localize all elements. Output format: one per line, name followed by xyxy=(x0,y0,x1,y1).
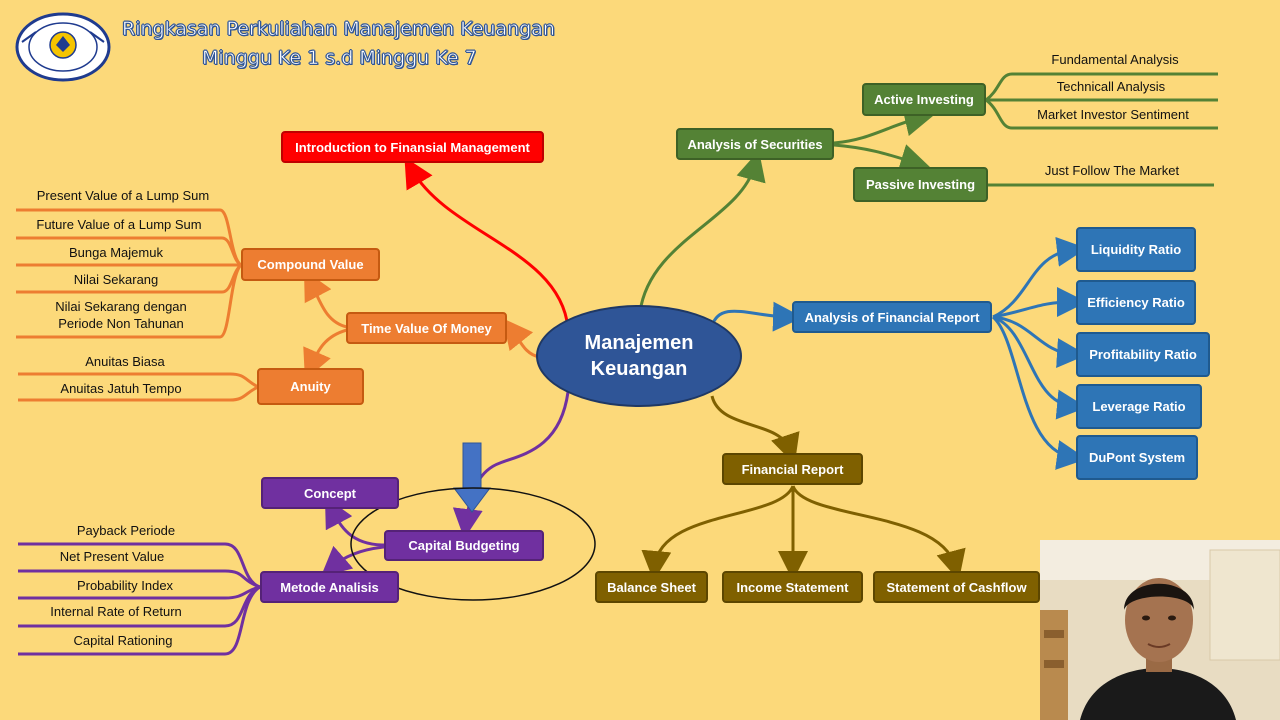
connector-line xyxy=(18,569,261,589)
leaf-nilai-sekarang: Nilai Sekarang xyxy=(73,272,159,287)
node-concept: Concept xyxy=(261,477,399,509)
connector-line xyxy=(641,485,795,581)
node-profitability-ratio: Profitability Ratio xyxy=(1076,332,1210,377)
leaf-anuitas-biasa: Anuitas Biasa xyxy=(85,354,165,369)
leaf-net-present-value: Net Present Value xyxy=(59,549,165,564)
connector-line xyxy=(791,485,966,581)
leaf-payback-periode: Payback Periode xyxy=(76,523,176,538)
node-dupont-system: DuPont System xyxy=(1076,435,1198,480)
node-statement-of-cashflow: Statement of Cashflow xyxy=(873,571,1040,603)
node-efficiency-ratio: Efficiency Ratio xyxy=(1076,280,1196,325)
leaf-fundamental-analysis: Fundamental Analysis xyxy=(1051,52,1179,67)
node-leverage-ratio: Leverage Ratio xyxy=(1076,384,1202,429)
leaf-anuitas-jatuh-tempo: Anuitas Jatuh Tempo xyxy=(60,381,182,396)
connector-line xyxy=(303,328,348,380)
leaf-present-value-lump-sum: Present Value of a Lump Sum xyxy=(36,188,210,203)
connector-line xyxy=(18,585,261,656)
connector-line xyxy=(992,287,1087,319)
presenter-webcam-icon xyxy=(1040,540,1280,720)
node-liquidity-ratio: Liquidity Ratio xyxy=(1076,227,1196,272)
connector-line xyxy=(18,385,259,402)
leaf-probability-index: Probability Index xyxy=(76,578,174,593)
connector-line xyxy=(985,98,1218,130)
node-metode-analisis: Metode Analisis xyxy=(260,571,399,603)
connector-line xyxy=(992,315,1087,369)
node-compound-value: Compound Value xyxy=(241,248,380,281)
connector-intro xyxy=(404,157,570,329)
connector-line xyxy=(320,545,385,577)
node-capital-budgeting: Capital Budgeting xyxy=(384,530,544,561)
highlight-oval xyxy=(350,487,596,601)
connector-fin-report xyxy=(710,395,800,465)
central-topic-line2: Keuangan xyxy=(590,358,688,380)
leaf-bunga-majemuk: Bunga Majemuk xyxy=(69,245,163,260)
leaf-capital-rationing: Capital Rationing xyxy=(73,633,173,648)
node-analysis-of-securities: Analysis of Securities xyxy=(676,128,834,160)
leaf-periode-non-tahunan: Periode Non Tahunan xyxy=(58,316,184,331)
central-topic: Manajemen Keuangan xyxy=(536,305,742,407)
slide-title-line1: Ringkasan Perkuliahan Manajemen Keuangan xyxy=(122,18,555,41)
node-income-statement: Income Statement xyxy=(722,571,863,603)
connector-securities xyxy=(638,150,766,313)
connector-line xyxy=(991,315,1087,470)
leaf-just-follow-market: Just Follow The Market xyxy=(1044,163,1180,178)
connector-active xyxy=(833,106,935,145)
leaf-market-investor-sentiment: Market Investor Sentiment xyxy=(1037,107,1189,122)
node-intro-financial-management: Introduction to Finansial Management xyxy=(281,131,544,163)
node-financial-report: Financial Report xyxy=(722,453,863,485)
leaf-internal-rate-of-return: Internal Rate of Return xyxy=(50,604,182,619)
connector-line xyxy=(992,236,1087,319)
node-passive-investing: Passive Investing xyxy=(853,167,988,202)
university-seal-icon xyxy=(15,12,111,82)
connector-line xyxy=(324,496,385,547)
node-analysis-of-financial-report: Analysis of Financial Report xyxy=(792,301,992,333)
leaf-future-value-lump-sum: Future Value of a Lump Sum xyxy=(36,217,202,232)
slide-title-line2: Minggu Ke 1 s.d Minggu Ke 7 xyxy=(202,47,477,70)
connector-line xyxy=(16,236,242,267)
node-active-investing: Active Investing xyxy=(862,83,986,116)
node-time-value-of-money: Time Value Of Money xyxy=(346,312,507,344)
down-arrow-icon xyxy=(453,442,491,513)
connector-line xyxy=(16,263,243,339)
node-balance-sheet: Balance Sheet xyxy=(595,571,708,603)
leaf-nilai-sekarang-dengan: Nilai Sekarang dengan xyxy=(55,299,187,314)
leaf-technical-analysis: Technicall Analysis xyxy=(1056,79,1166,94)
node-anuity: Anuity xyxy=(257,368,364,405)
connector-line xyxy=(303,269,348,329)
connector-fin-analysis xyxy=(710,301,803,332)
connector-passive xyxy=(833,143,931,173)
connector-line xyxy=(992,315,1087,420)
connector-line xyxy=(985,72,1218,102)
connector-line xyxy=(18,372,259,389)
central-topic-line1: Manajemen xyxy=(584,332,694,354)
